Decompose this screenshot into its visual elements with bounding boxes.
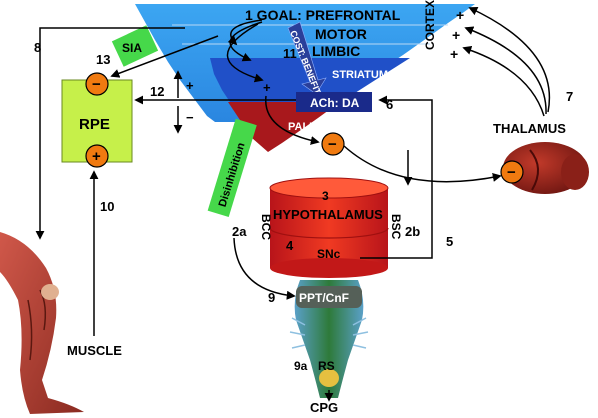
label-2a: 2a [232,224,247,239]
striatum-plus-sign: + [263,80,271,95]
cortex-limbic-plus: + [450,46,458,62]
path-7-goal [468,6,551,113]
disinhibition-bar: Disinhibition [207,118,257,218]
label-5: 5 [446,234,453,249]
striatum-label: STRIATUM [332,69,388,81]
cpg-label: CPG [310,400,338,415]
bsc-label: BSC [389,214,403,240]
label-13: 13 [96,52,110,67]
ach-da-box [296,92,372,112]
rpe-minus-sign: − [92,76,101,93]
label-10: 10 [100,199,114,214]
label-9: 9 [268,290,275,305]
label-8: 8 [34,40,41,55]
muscle-label: MUSCLE [67,343,122,358]
leg-muscle-image [0,232,84,414]
cortex-limbic-label: LIMBIC [312,43,360,59]
sia-label: SIA [122,41,142,55]
rpe-plus-circle [85,144,109,168]
hypothalamus-num: 3 [322,189,329,203]
path-7-limbic [462,46,545,117]
bcc-label: BCC [259,214,273,240]
pallidum-minus-sign: − [328,136,337,153]
sia-box [111,25,159,67]
rpe-plus-sign: + [92,148,101,165]
connections [35,6,551,402]
cortex-motor-plus: + [452,27,460,43]
label-11: 11 [283,46,297,61]
path-goal-limbic [229,21,263,62]
arrow-12-minus: − [186,110,194,125]
cortex-motor-label: MOTOR [315,26,367,42]
cortex-goal-label: 1 GOAL: PREFRONTAL [245,7,401,23]
ppt-box [296,286,362,308]
pallidum-minus-circle [321,132,345,156]
rs-nucleus [319,369,339,387]
snc-label: SNc [317,247,341,261]
rpe-minus-circle [85,72,109,96]
ppt-label: PPT/CnF [299,291,349,305]
thalamus-icon [503,142,589,194]
rs-num: 9a [294,359,308,373]
cortex-side-label: CORTEX [423,0,437,50]
label-7: 7 [566,89,573,104]
path-goal-striatum [226,23,264,83]
pallidum-label: PALLIDUM [288,121,344,133]
brainstem [289,280,369,398]
path-7-motor [464,26,547,115]
label-12: 12 [150,84,164,99]
rs-label: RS [318,359,335,373]
path-2a [233,237,296,300]
label-6: 6 [386,97,393,112]
rpe-label: RPE [79,116,110,133]
thalamus-label: THALAMUS [493,121,566,136]
path-8 [35,27,185,240]
arrow-12-plus: + [186,78,194,93]
snc-num: 4 [286,238,294,253]
thalamus-minus-circle [500,160,524,184]
hypothalamus-cylinder [269,177,389,278]
path-pallidum-thalamus [343,145,502,183]
path-13 [110,35,219,78]
path-5-6 [360,95,433,259]
thalamus-minus-sign: − [507,164,516,181]
ach-da-label: ACh: DA [310,96,360,110]
pallidum-region [228,102,340,152]
path-striatum-pallidum [265,95,320,145]
hypothalamus-label: HYPOTHALAMUS [273,207,383,222]
label-2b: 2b [405,224,420,239]
cortex-goal-plus: + [456,7,464,23]
